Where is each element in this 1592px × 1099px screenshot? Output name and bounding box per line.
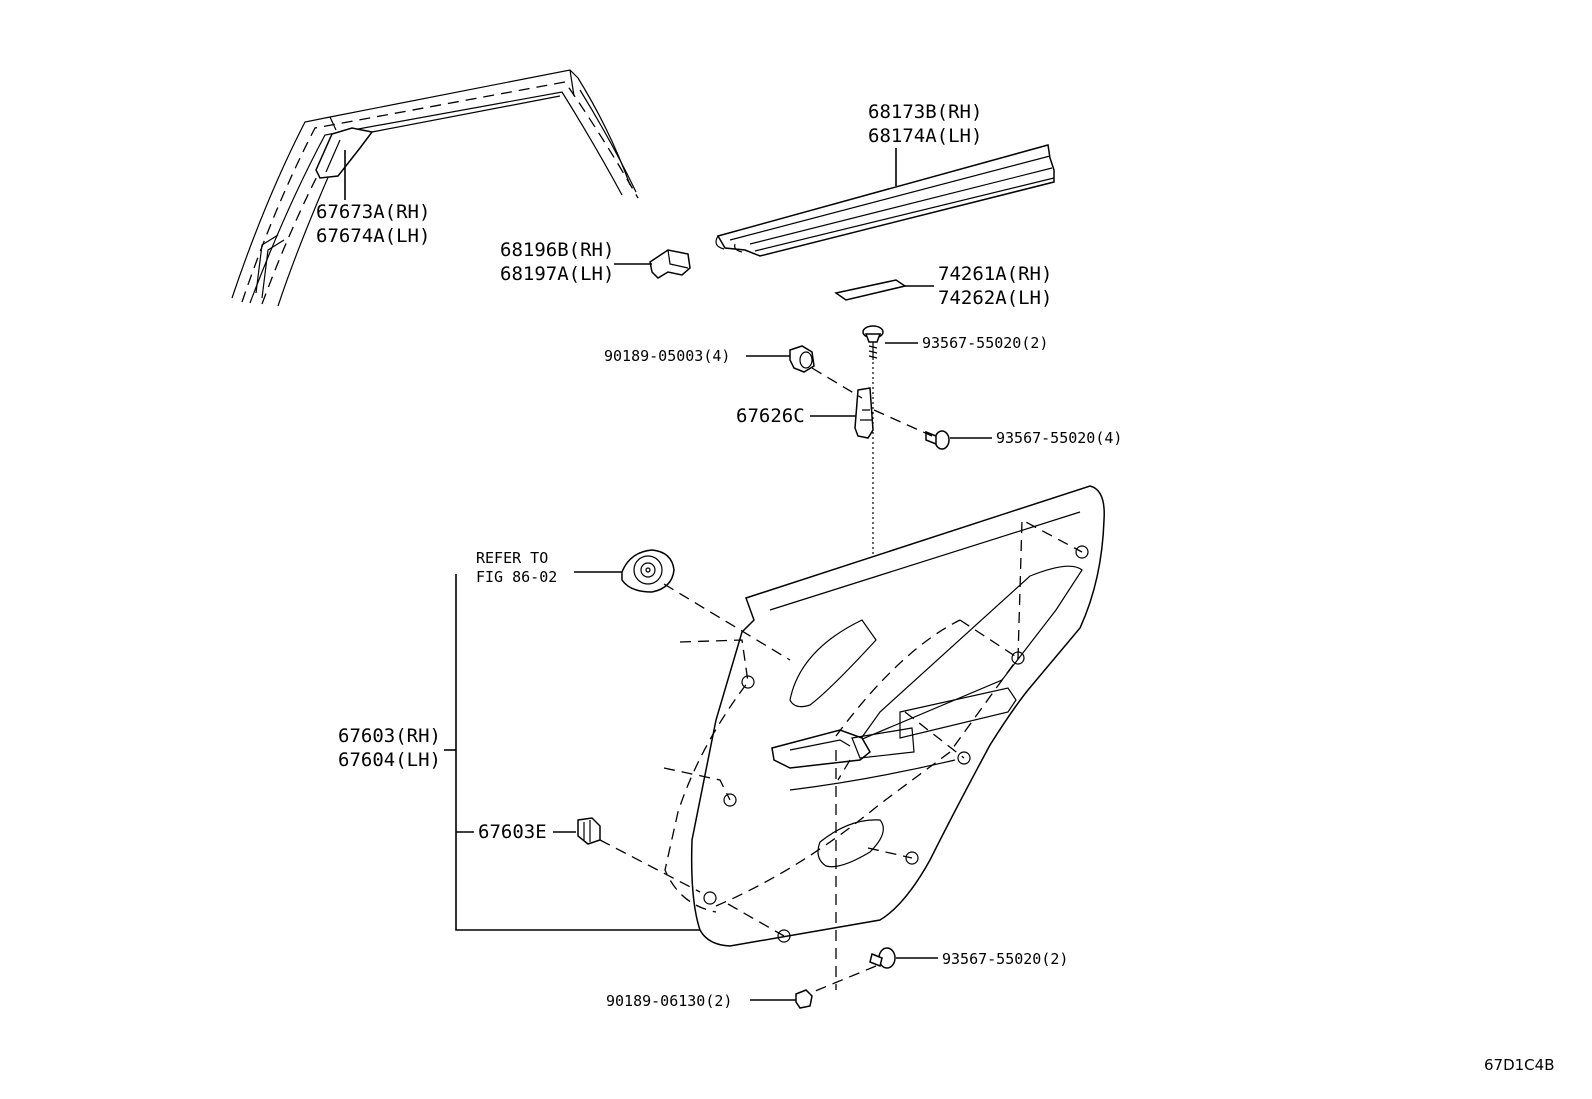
label-clip-upper: 90189-05003(4) <box>604 347 730 365</box>
diagram-id-label: 67D1C4B <box>1484 1056 1555 1074</box>
label-belt-moulding-lh: 68174A(LH) <box>868 125 982 147</box>
seal-pad-part <box>834 279 907 301</box>
label-clip-lower: 90189-06130(2) <box>606 992 732 1010</box>
label-trim-board-rh: 67603(RH) <box>338 725 441 747</box>
label-refer-to: REFER TO <box>476 549 548 567</box>
screw-bracket-part <box>925 430 950 450</box>
bracket-part <box>854 387 874 439</box>
label-leader-lines <box>344 148 992 1001</box>
part-labels: 67673A(RH) 67674A(LH) 68173B(RH) 68174A(… <box>316 101 1555 1074</box>
screw-bottom-part <box>807 947 896 995</box>
door-frame-outline <box>231 69 639 307</box>
label-screw-top: 93567-55020(2) <box>922 334 1048 352</box>
label-seal-pad-rh: 74261A(RH) <box>938 263 1052 285</box>
panel-dashed-outlines <box>663 518 1083 990</box>
label-trim-clip: 67603E <box>478 821 547 843</box>
label-weatherstrip-lh: 67674A(LH) <box>316 225 430 247</box>
trim-clip-part <box>577 817 701 893</box>
label-screw-bracket: 93567-55020(4) <box>996 429 1122 447</box>
clip-lower-part <box>795 989 813 1009</box>
label-moulding-clip-rh: 68196B(RH) <box>500 239 614 261</box>
moulding-clip-part <box>649 249 691 279</box>
belt-moulding-part <box>715 144 1055 257</box>
label-screw-bottom: 93567-55020(2) <box>942 950 1068 968</box>
label-moulding-clip-lh: 68197A(LH) <box>500 263 614 285</box>
door-trim-panel <box>690 485 1105 947</box>
label-refer-fig: FIG 86-02 <box>476 568 557 586</box>
screw-top-part <box>862 325 884 360</box>
label-weatherstrip-rh: 67673A(RH) <box>316 201 430 223</box>
clip-upper-part <box>789 345 815 373</box>
label-belt-moulding-rh: 68173B(RH) <box>868 101 982 123</box>
corner-weatherstrip-part <box>315 95 561 179</box>
label-trim-board-lh: 67604(LH) <box>338 749 441 771</box>
label-seal-pad-lh: 74262A(LH) <box>938 287 1052 309</box>
speaker-part <box>621 549 791 661</box>
label-bracket: 67626C <box>736 405 805 427</box>
